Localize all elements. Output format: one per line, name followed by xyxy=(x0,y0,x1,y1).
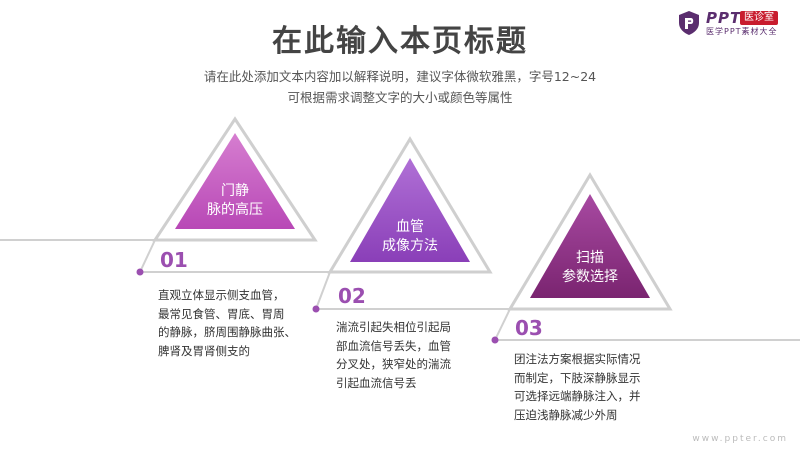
step-number-1: 01 xyxy=(160,248,188,272)
timeline-dot-3 xyxy=(491,336,499,344)
footer-url: www.ppter.com xyxy=(692,434,788,444)
timeline-dot-1 xyxy=(136,268,144,276)
logo-ppt-text: PPT xyxy=(706,9,742,27)
step-3-desc-line: 而制定，下肢深静脉显示 xyxy=(514,370,641,385)
step-3-desc-line: 压迫浅静脉减少外周 xyxy=(514,407,618,422)
timeline-dot-2 xyxy=(312,305,320,313)
triangle-label-1-line1: 门静 xyxy=(221,183,249,199)
step-2-desc-line: 分叉处，狭窄处的湍流 xyxy=(336,357,451,371)
triangle-label-3-line1: 扫描 xyxy=(576,250,604,266)
page-title: 在此输入本页标题 xyxy=(272,24,528,59)
step-1-desc-line: 脾肾及胃肾侧支的 xyxy=(158,343,250,358)
triangle-label-2-line2: 成像方法 xyxy=(382,238,438,254)
subtitle-line-1: 请在此处添加文本内容加以解释说明，建议字体微软雅黑，字号12~24 xyxy=(203,69,597,84)
step-1-desc-line: 最常见食管、胃底、胃周 xyxy=(158,306,285,321)
triangle-fill-3 xyxy=(530,194,650,298)
step-number-3: 03 xyxy=(515,316,543,340)
timeline-connector-1 xyxy=(139,239,156,273)
triangle-fill-2 xyxy=(350,158,470,262)
triangle-label-2-line1: 血管 xyxy=(396,219,424,235)
step-description-1: 直观立体显示侧支血管， 最常见食管、胃底、胃周 的静脉，脐周围静脉曲张、 脾肾及… xyxy=(158,286,308,360)
step-2-desc-line: 部血流信号丢失，血管 xyxy=(336,338,451,353)
logo-subtext: 医学PPT素材大全 xyxy=(706,27,778,36)
logo: PPT 医诊室 医学PPT素材大全 xyxy=(678,8,794,38)
shield-logo-icon xyxy=(679,11,699,35)
timeline-connector-3 xyxy=(494,308,511,341)
step-3-desc-line: 团注法方案根据实际情况 xyxy=(514,352,641,366)
step-1-desc-line: 直观立体显示侧支血管， xyxy=(158,288,285,302)
triangle-label-3: 扫描 参数选择 xyxy=(550,249,630,287)
triangle-label-1-line2: 脉的高压 xyxy=(207,202,263,218)
logo-badge: 医诊室 xyxy=(740,11,778,25)
step-1-desc-line: 的静脉，脐周围静脉曲张、 xyxy=(158,325,296,339)
triangle-label-2: 血管 成像方法 xyxy=(370,218,450,256)
triangle-fill-1 xyxy=(175,133,295,229)
triangle-label-1: 门静 脉的高压 xyxy=(195,182,275,220)
step-number-2: 02 xyxy=(338,284,366,308)
step-3-desc-line: 可选择远端静脉注入，并 xyxy=(514,389,641,403)
step-description-2: 湍流引起失相位引起局 部血流信号丢失，血管 分叉处，狭窄处的湍流 引起血流信号丢 xyxy=(336,318,486,392)
triangle-label-3-line2: 参数选择 xyxy=(562,269,618,285)
timeline-connector-2 xyxy=(315,271,331,310)
step-2-desc-line: 引起血流信号丢 xyxy=(336,375,417,390)
step-2-desc-line: 湍流引起失相位引起局 xyxy=(336,320,451,334)
subtitle-line-2: 可根据需求调整文字的大小或颜色等属性 xyxy=(287,90,513,105)
step-description-3: 团注法方案根据实际情况 而制定，下肢深静脉显示 可选择远端静脉注入，并 压迫浅静… xyxy=(514,350,664,424)
